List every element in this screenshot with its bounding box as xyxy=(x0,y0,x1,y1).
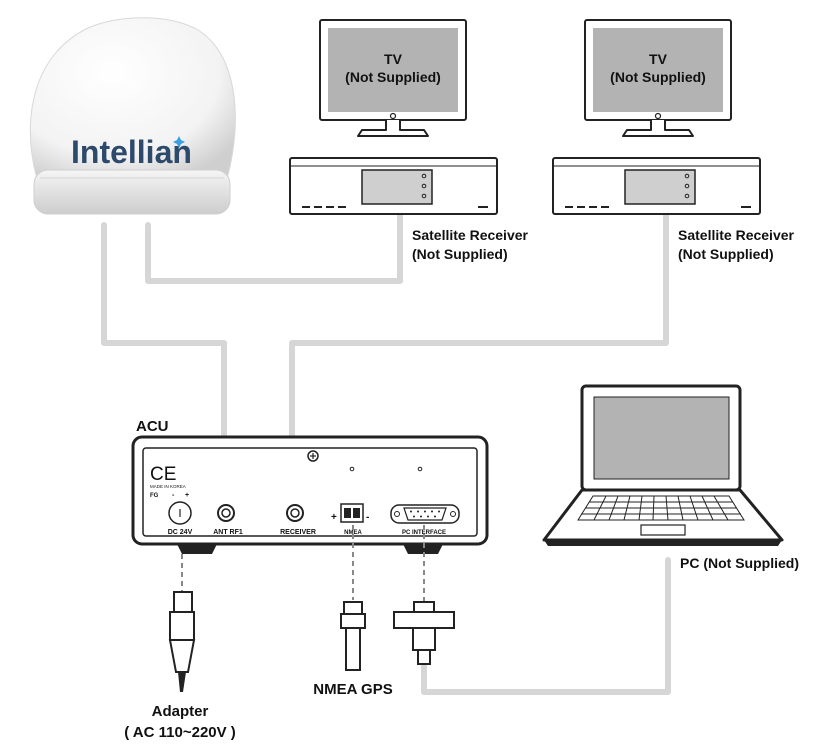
ant-rf1-label: ANT RF1 xyxy=(213,529,243,536)
acu-led-1 xyxy=(349,466,355,472)
nmea-plus-label: + xyxy=(331,512,337,523)
dc-24v-label: DC 24V xyxy=(168,529,193,536)
receiver-left-sublabel: (Not Supplied) xyxy=(412,246,508,262)
tv-right-power-icon xyxy=(654,112,662,120)
tv-left-screen xyxy=(328,28,458,112)
antenna-dome: Intellian xyxy=(29,17,236,215)
pc-label: PC (Not Supplied) xyxy=(680,555,799,571)
tv-right-title: TV xyxy=(649,51,668,67)
gps-plug: NMEA GPS xyxy=(313,601,393,698)
nmea-port-label: NMEA xyxy=(344,530,362,536)
cables xyxy=(101,209,671,695)
tv-right-screen xyxy=(593,28,723,112)
acu-fg-label: FG xyxy=(150,493,159,499)
receiver-left: Satellite Receiver (Not Supplied) xyxy=(289,157,529,262)
receiver-right: Satellite Receiver (Not Supplied) xyxy=(552,157,795,262)
receiver-left-label: Satellite Receiver xyxy=(412,227,529,243)
acu-minus-label: - xyxy=(172,492,175,499)
acu-led-2 xyxy=(417,466,423,472)
tv-left: TV (Not Supplied) xyxy=(319,19,467,137)
pc-interface-label: PC INTERFACE xyxy=(402,530,446,536)
receiver-right-label: Satellite Receiver xyxy=(678,227,795,243)
dashed-leads xyxy=(181,525,425,604)
dome-body xyxy=(29,17,236,176)
cable-receiver-right-to-acu xyxy=(289,209,669,503)
acu-title: ACU xyxy=(136,418,169,435)
brand-star-icon xyxy=(173,136,185,148)
antenna-brand-logo: Intellian xyxy=(71,134,192,170)
laptop-base xyxy=(542,488,784,542)
pc-interface-plug xyxy=(393,601,455,665)
laptop-keyboard xyxy=(577,495,745,521)
tv-right: TV (Not Supplied) xyxy=(584,19,732,137)
acu-unit: ACU CE MADE IN KOREA FG - + DC 24V ANT R… xyxy=(131,418,489,554)
adapter-plug: Adapter ( AC 110~220V ) xyxy=(124,591,236,741)
laptop-pc: PC (Not Supplied) xyxy=(542,384,799,571)
acu-plus-label: + xyxy=(185,492,189,499)
receiver-right-sublabel: (Not Supplied) xyxy=(678,246,774,262)
adapter-label: Adapter xyxy=(152,703,209,720)
cable-pc-to-acu xyxy=(421,557,671,695)
tv-left-subtitle: (Not Supplied) xyxy=(345,69,441,85)
tv-right-stand xyxy=(622,120,694,137)
acu-ce-mark: CE xyxy=(150,464,176,485)
receiver-left-display xyxy=(361,169,433,205)
tv-left-power-icon xyxy=(389,112,397,120)
cable-antenna-to-acu xyxy=(101,222,227,503)
acu-made-in: MADE IN KOREA xyxy=(150,484,186,489)
laptop-touchpad xyxy=(640,524,686,536)
receiver-right-display xyxy=(624,169,696,205)
cable-antenna-to-receiver-left xyxy=(145,209,403,284)
tv-left-stand xyxy=(357,120,429,137)
receiver-port-label: RECEIVER xyxy=(280,529,316,536)
gps-label: NMEA GPS xyxy=(313,681,392,698)
adapter-sublabel: ( AC 110~220V ) xyxy=(124,724,236,741)
tv-left-title: TV xyxy=(384,51,403,67)
dome-base xyxy=(33,169,231,215)
nmea-minus-label: - xyxy=(366,512,369,523)
tv-right-subtitle: (Not Supplied) xyxy=(610,69,706,85)
laptop-screen xyxy=(593,396,730,480)
